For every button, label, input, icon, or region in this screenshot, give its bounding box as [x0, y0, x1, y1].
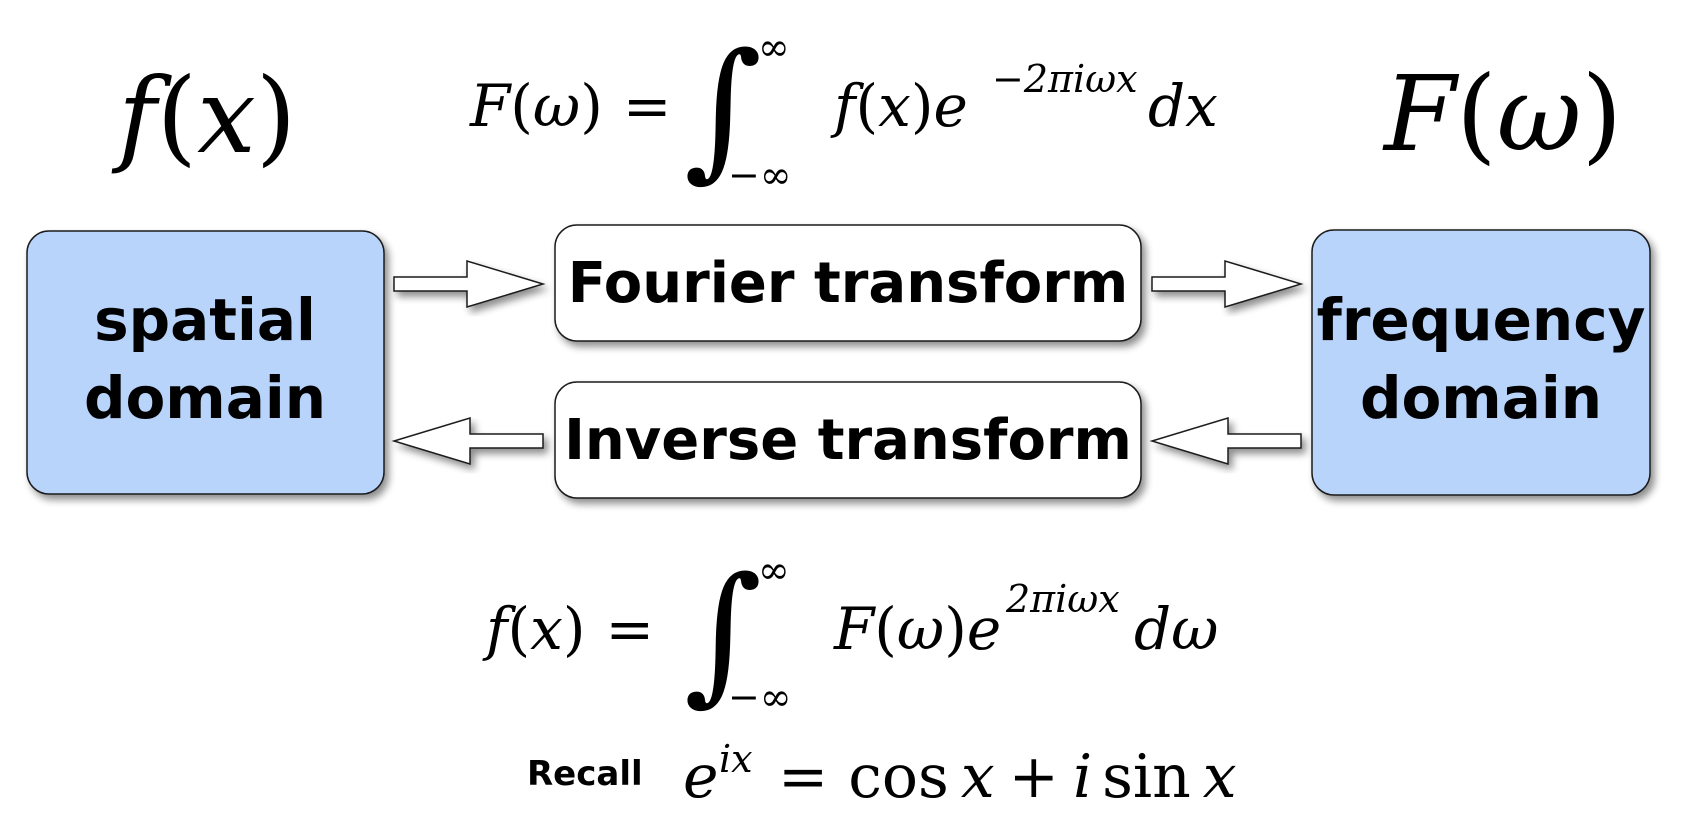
fw-lhs-var: ω [533, 72, 580, 140]
recall-equals: = [778, 742, 828, 812]
inv-base: e [967, 595, 1001, 663]
recall-sin: sin [1102, 742, 1191, 812]
recall-exponent: ix [719, 737, 753, 781]
fw-equals: = [623, 72, 672, 140]
inv-lower-limit: −∞ [728, 675, 792, 719]
Fw-func: F [1382, 53, 1460, 175]
inv-int-var: ω [897, 595, 944, 663]
spatial-domain-line1: spatial [94, 286, 316, 354]
inv-lhs-var: x [530, 595, 563, 663]
recall-cos: cos [848, 742, 949, 812]
recall-base: e [683, 742, 719, 812]
fourier-transform-rect [554, 224, 1142, 342]
inv-int-func: F [833, 595, 876, 663]
top-right-formula: F(ω) [1382, 53, 1622, 175]
inv-exponent: 2πiωx [1005, 577, 1120, 621]
svg-text:F(ω)=: F(ω) = [469, 72, 671, 140]
spatial-domain-line2: domain [84, 364, 326, 432]
arrow-right-spatial-to-fourier [393, 259, 546, 309]
fx-open: ( [157, 55, 198, 177]
Fw-close: ) [1582, 53, 1623, 175]
inverse-transform-box: Inverse transform [554, 381, 1142, 499]
spatial-domain-box: spatial domain [26, 230, 385, 495]
inv-upper-limit: ∞ [758, 548, 790, 592]
inv-integral-sign: ∫ [684, 546, 762, 720]
fw-exponent: −2πiωx [992, 57, 1138, 101]
inv-equals: = [605, 595, 654, 663]
frequency-domain-line2: domain [1360, 364, 1602, 432]
svg-text:f(x)=: f(x)= [482, 595, 654, 663]
Fw-open: ( [1456, 53, 1497, 175]
fw-lhs-open: ( [510, 72, 533, 140]
frequency-domain-box: frequency domain [1311, 229, 1651, 496]
arrow-left-frequency-to-inverse [1149, 416, 1302, 466]
inv-int-open: ( [874, 595, 897, 663]
fw-lhs-close: ) [580, 72, 603, 140]
forward-formula: F(ω)= ∫ ∞ −∞ f(x)e −2πiωx dx [469, 22, 1218, 197]
Fw-var: ω [1497, 53, 1582, 175]
fw-int-var: x [878, 72, 911, 140]
fw-int-open: ( [855, 72, 878, 140]
fw-base: e [933, 72, 967, 140]
inverse-transform-label: Inverse transform [564, 408, 1132, 473]
recall-label: Recall [527, 754, 643, 794]
arrow-left-inverse-to-spatial [391, 416, 544, 466]
svg-text:f(x): f(x) [111, 55, 296, 177]
recall-plus: + [1009, 742, 1059, 812]
svg-text:f(x)e: f(x)e [830, 72, 968, 140]
inv-int-close: ) [944, 595, 967, 663]
svg-text:F(ω)e: F(ω)e [833, 595, 1001, 663]
recall-x2: x [1203, 742, 1237, 812]
fw-int-close: ) [911, 72, 934, 140]
fw-upper-limit: ∞ [758, 25, 790, 69]
fw-differential: dx [1148, 72, 1218, 140]
inv-lhs-open: ( [507, 595, 530, 663]
fourier-transform-label: Fourier transform [568, 251, 1128, 316]
fw-lhs-func: F [469, 72, 512, 140]
recall-i: i [1073, 742, 1092, 812]
spatial-domain-rect [26, 230, 385, 495]
inv-differential: dω [1134, 595, 1218, 663]
inverse-formula: f(x)= ∫ ∞ −∞ F(ω)e 2πiωx dω [482, 546, 1218, 720]
recall-x1: x [961, 742, 995, 812]
fx-var: x [197, 55, 256, 177]
inv-lhs-close: ) [563, 595, 586, 663]
arrow-right-fourier-to-frequency [1151, 259, 1304, 309]
frequency-domain-line1: frequency [1317, 286, 1646, 354]
fw-integral-sign: ∫ [684, 22, 762, 196]
inverse-transform-rect [554, 381, 1142, 499]
top-left-formula: f(x) [111, 55, 296, 177]
fw-lower-limit: −∞ [728, 153, 792, 197]
fourier-transform-box: Fourier transform [554, 224, 1142, 342]
svg-text:F(ω): F(ω) [1382, 53, 1622, 175]
frequency-domain-rect [1311, 229, 1651, 496]
fx-close: ) [256, 55, 297, 177]
